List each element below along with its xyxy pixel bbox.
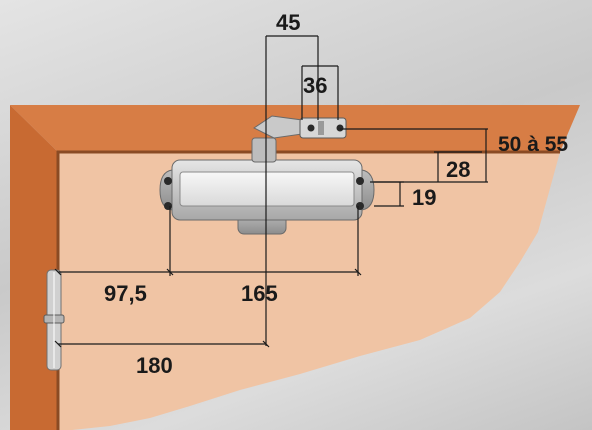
dim-28 [434,151,482,182]
label-165: 165 [241,281,278,306]
door-closer-body [159,159,375,235]
dim-97-5-165 [54,206,362,276]
label-180: 180 [136,353,173,378]
hinge [43,269,65,371]
label-97-5: 97,5 [104,281,147,306]
dim-45 [266,35,319,120]
dim-36 [301,65,339,120]
label-50-a-55: 50 à 55 [498,133,568,156]
frame-jamb [10,105,58,430]
dim-180 [54,340,270,348]
label-19: 19 [412,185,436,210]
label-28: 28 [446,157,470,182]
door-leaf [58,152,560,430]
dim-19 [374,181,404,207]
label-45: 45 [276,10,300,35]
label-36: 36 [303,73,327,98]
